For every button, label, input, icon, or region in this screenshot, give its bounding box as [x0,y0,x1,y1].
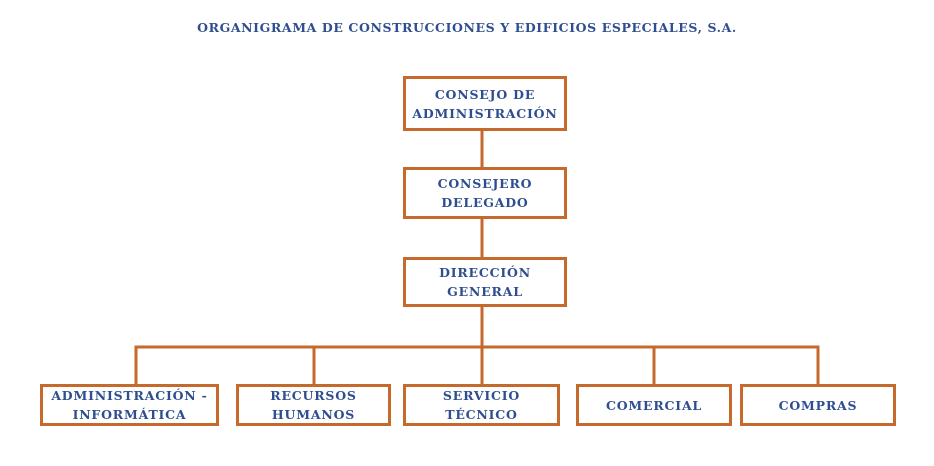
node-consejero-delegado: CONSEJERO DELEGADO [403,167,567,219]
chart-title: ORGANIGRAMA DE CONSTRUCCIONES Y EDIFICIO… [197,20,737,35]
node-direccion-general: DIRECCIÓN GENERAL [403,257,567,307]
node-compras: COMPRAS [740,384,896,426]
node-servicio-tecnico: SERVICIO TÉCNICO [403,384,560,426]
node-recursos-humanos: RECURSOS HUMANOS [236,384,391,426]
node-consejo-de-administracion: CONSEJO DE ADMINISTRACIÓN [403,76,567,131]
node-administracion-informatica: ADMINISTRACIÓN - INFORMÁTICA [40,384,219,426]
node-comercial: COMERCIAL [576,384,732,426]
